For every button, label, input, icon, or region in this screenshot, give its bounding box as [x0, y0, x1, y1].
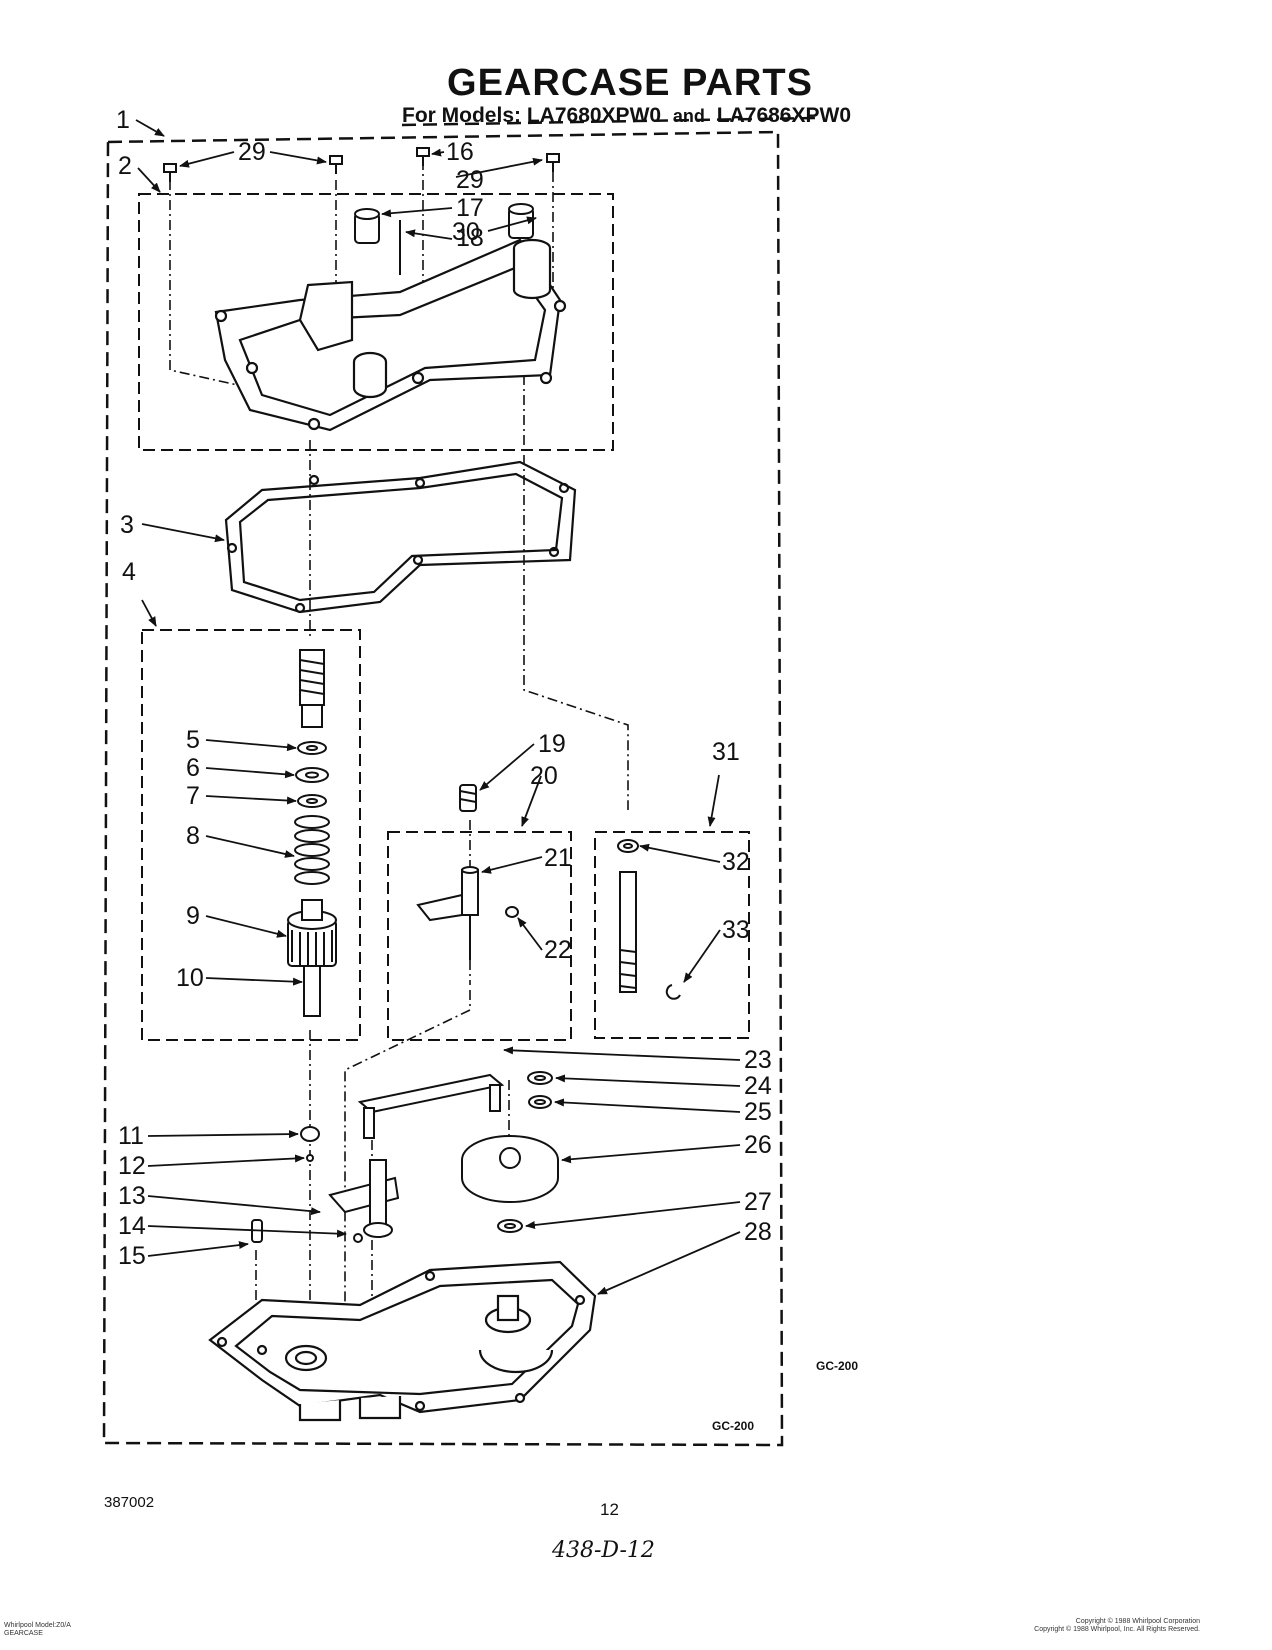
footer-left-line-2: GEARCASE [4, 1630, 43, 1637]
callout-29b: 29 [456, 166, 484, 194]
callout-22: 22 [544, 936, 572, 964]
diagram-code-outer: GC-200 [816, 1359, 858, 1373]
callout-labels: 1 2 3 4 5 6 7 8 9 10 11 12 13 14 15 16 1… [116, 106, 858, 1433]
callout-14: 14 [118, 1212, 146, 1240]
handwritten-note: 438-D-12 [552, 1538, 655, 1563]
callout-13: 13 [118, 1182, 146, 1210]
diagram-code-inner: GC-200 [712, 1419, 754, 1433]
callout-15: 15 [118, 1242, 146, 1270]
callout-19: 19 [538, 730, 566, 758]
subassembly-box-pinion [594, 831, 750, 1039]
subassembly-box-cover [138, 193, 614, 451]
callout-28: 28 [744, 1218, 772, 1246]
callout-12: 12 [118, 1152, 146, 1180]
callout-25: 25 [744, 1098, 772, 1126]
footer-right-line-1: Copyright © 1988 Whirlpool Corporation [1075, 1618, 1200, 1625]
cover-hardware [163, 147, 560, 275]
page-number: 12 [600, 1500, 619, 1519]
leader-lines [135, 119, 741, 1295]
pinion-assembly [617, 839, 681, 1000]
part-number: 387002 [104, 1494, 155, 1511]
subassembly-box-shaft [141, 629, 361, 1041]
callout-8: 8 [186, 822, 200, 850]
footer-left-line-1: Whirlpool Model:Z0/A [4, 1622, 71, 1629]
callout-10: 10 [176, 964, 204, 992]
subtitle-prefix: For Models: [402, 104, 521, 127]
footer-right-small: Copyright © 1988 Whirlpool Corporation C… [1000, 1618, 1200, 1634]
callout-27: 27 [744, 1188, 772, 1216]
callout-26: 26 [744, 1131, 772, 1159]
shaft-assembly [287, 649, 337, 1017]
gearcase-cover [214, 238, 567, 432]
callout-20: 20 [530, 762, 558, 790]
gearcase-base [208, 1260, 597, 1422]
lower-parts [251, 1071, 559, 1243]
callout-21: 21 [544, 844, 572, 872]
footer-left-small: Whirlpool Model:Z0/A GEARCASE [4, 1622, 71, 1638]
callout-18: 18 [456, 224, 484, 252]
subassembly-box-shifter [387, 831, 572, 1041]
page-title: GEARCASE PARTS [447, 62, 813, 104]
gasket [224, 460, 577, 614]
model-b: LA7686XPW0 [716, 104, 852, 127]
callout-23: 23 [744, 1046, 772, 1074]
callout-7: 7 [186, 782, 200, 810]
callout-31: 31 [712, 738, 740, 766]
callout-33: 33 [722, 916, 750, 944]
footer-right-line-2: Copyright © 1988 Whirlpool, Inc. All Rig… [1034, 1626, 1200, 1633]
callout-30: 30 [452, 218, 480, 246]
callout-24: 24 [744, 1072, 772, 1100]
callout-16: 16 [446, 138, 474, 166]
assembly-boundary [102, 116, 816, 1447]
callout-32: 32 [722, 848, 750, 876]
callout-29a: 29 [238, 138, 266, 166]
model-subtitle: For Models: LA7680XPW0 and LA7686XPW0 [402, 104, 851, 128]
callout-17: 17 [456, 194, 484, 222]
callout-11: 11 [118, 1122, 144, 1150]
callout-9: 9 [186, 902, 200, 930]
callout-2: 2 [118, 152, 132, 180]
callout-6: 6 [186, 754, 200, 782]
callout-1: 1 [116, 106, 130, 134]
callout-3: 3 [120, 511, 134, 539]
shifter-assembly [416, 784, 519, 960]
callout-5: 5 [186, 726, 200, 754]
callout-4: 4 [122, 558, 136, 586]
